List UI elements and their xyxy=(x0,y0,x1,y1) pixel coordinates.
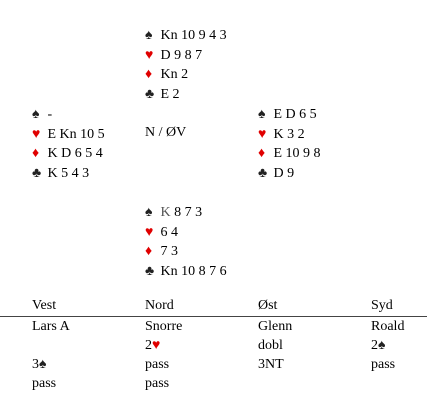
south-hearts-cards: 6 4 xyxy=(160,224,179,240)
east-diamonds-cards: E 10 9 8 xyxy=(273,146,321,161)
header-nord: Nord xyxy=(145,298,174,313)
heart-icon: ♥ xyxy=(152,338,161,353)
heart-icon: ♥ xyxy=(145,224,154,240)
spade-icon: ♠ xyxy=(32,107,40,122)
header-vest: Vest xyxy=(32,298,57,313)
diamond-icon: ♦ xyxy=(32,146,40,161)
east-spades-cards: E D 6 5 xyxy=(273,107,317,122)
east-spades: ♠ E D 6 5 xyxy=(258,105,321,125)
heart-icon: ♥ xyxy=(258,126,267,142)
bid-ost-1: dobl xyxy=(258,338,283,353)
heart-icon: ♥ xyxy=(145,47,154,63)
south-clubs: ♣ Kn 10 8 7 6 xyxy=(145,262,227,282)
spade-icon: ♠ xyxy=(378,338,386,353)
club-icon: ♣ xyxy=(32,165,42,181)
west-clubs: ♣ K 5 4 3 xyxy=(32,164,105,184)
spade-icon: ♠ xyxy=(258,107,266,122)
east-clubs: ♣ D 9 xyxy=(258,164,321,184)
south-spades-king: K xyxy=(160,205,171,220)
west-diamonds: ♦ K D 6 5 4 xyxy=(32,144,105,164)
diamond-icon: ♦ xyxy=(145,244,153,259)
diamond-icon: ♦ xyxy=(258,146,266,161)
south-spades: ♠ K 8 7 3 xyxy=(145,203,227,223)
east-hearts: ♥ K 3 2 xyxy=(258,125,321,145)
bid-vest-3: pass xyxy=(32,376,57,391)
north-diamonds-cards: Kn 2 xyxy=(160,67,189,82)
header-ost: Øst xyxy=(258,298,278,313)
header-divider xyxy=(0,316,427,317)
west-diamonds-cards: K D 6 5 4 xyxy=(47,146,103,161)
west-spades-cards: - xyxy=(47,107,53,122)
bid-nord-1: 2♥ xyxy=(145,338,160,354)
bid-nord-2: pass xyxy=(145,357,170,372)
club-icon: ♣ xyxy=(258,165,268,181)
north-hand: ♠ Kn 10 9 4 3 ♥ D 9 8 7 ♦ Kn 2 ♣ E 2 xyxy=(145,26,227,104)
club-icon: ♣ xyxy=(145,86,155,102)
north-hearts: ♥ D 9 8 7 xyxy=(145,46,227,66)
player-vest: Lars A xyxy=(32,319,70,334)
diamond-icon: ♦ xyxy=(145,67,153,82)
west-hand: ♠ - ♥ E Kn 10 5 ♦ K D 6 5 4 ♣ K 5 4 3 xyxy=(32,105,105,183)
west-clubs-cards: K 5 4 3 xyxy=(47,165,90,181)
club-icon: ♣ xyxy=(145,263,155,279)
spade-icon: ♠ xyxy=(145,28,153,43)
north-hearts-cards: D 9 8 7 xyxy=(160,47,203,63)
spade-icon: ♠ xyxy=(39,357,47,372)
bid-level: 3 xyxy=(32,357,39,372)
north-clubs-cards: E 2 xyxy=(160,86,180,102)
bid-level: 2 xyxy=(371,338,378,353)
bid-nord-3: pass xyxy=(145,376,170,391)
player-nord: Snorre xyxy=(145,319,183,334)
east-hearts-cards: K 3 2 xyxy=(273,126,305,142)
west-hearts: ♥ E Kn 10 5 xyxy=(32,125,105,145)
spade-icon: ♠ xyxy=(145,205,153,220)
bid-ost-2: 3NT xyxy=(258,357,284,372)
south-clubs-cards: Kn 10 8 7 6 xyxy=(160,263,227,279)
heart-icon: ♥ xyxy=(32,126,41,142)
west-spades: ♠ - xyxy=(32,105,105,125)
player-syd: Roald xyxy=(371,319,405,334)
header-syd: Syd xyxy=(371,298,393,313)
bid-syd-1: 2♠ xyxy=(371,338,385,354)
south-diamonds-cards: 7 3 xyxy=(160,244,179,259)
bid-syd-2: pass xyxy=(371,357,396,372)
east-clubs-cards: D 9 xyxy=(273,165,295,181)
player-ost: Glenn xyxy=(258,319,293,334)
south-diamonds: ♦ 7 3 xyxy=(145,242,227,262)
south-spades-cards: 8 7 3 xyxy=(170,205,203,220)
east-diamonds: ♦ E 10 9 8 xyxy=(258,144,321,164)
south-hearts: ♥ 6 4 xyxy=(145,223,227,243)
north-diamonds: ♦ Kn 2 xyxy=(145,65,227,85)
north-spades-cards: Kn 10 9 4 3 xyxy=(160,28,227,43)
west-hearts-cards: E Kn 10 5 xyxy=(47,126,105,142)
bid-vest-2: 3♠ xyxy=(32,357,46,373)
north-spades: ♠ Kn 10 9 4 3 xyxy=(145,26,227,46)
south-hand: ♠ K 8 7 3 ♥ 6 4 ♦ 7 3 ♣ Kn 10 8 7 6 xyxy=(145,203,227,281)
bid-level: 2 xyxy=(145,338,152,353)
north-clubs: ♣ E 2 xyxy=(145,85,227,105)
vulnerability-label: N / ØV xyxy=(145,125,187,140)
east-hand: ♠ E D 6 5 ♥ K 3 2 ♦ E 10 9 8 ♣ D 9 xyxy=(258,105,321,183)
